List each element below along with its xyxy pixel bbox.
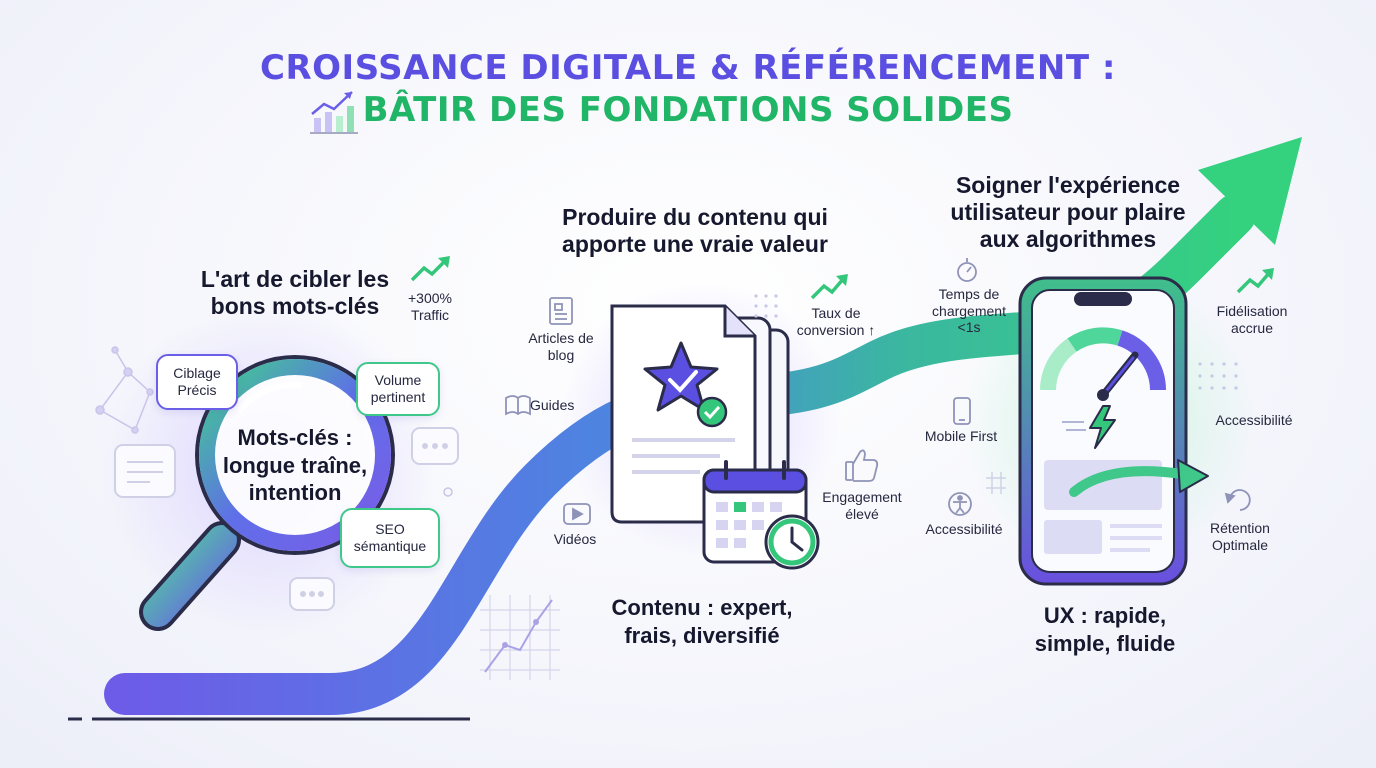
content-heading: Produire du contenu qui apporte une vrai… — [562, 204, 828, 258]
videos-label: Vidéos — [553, 531, 597, 547]
ux-accessibility-left-label: Accessibilité — [925, 521, 1003, 537]
document-icon — [549, 297, 573, 325]
ux-heading: Soigner l'expérience utilisateur pour pl… — [950, 172, 1186, 253]
ux-fidelisation-label: Fidélisation accrue — [1216, 303, 1288, 336]
network-decoration — [95, 346, 154, 434]
clock-icon — [764, 514, 820, 570]
ux-mobile-label: Mobile First — [924, 428, 998, 444]
magnifier-icon — [139, 355, 395, 631]
retention-arrow-icon — [1236, 268, 1274, 294]
stopwatch-icon — [957, 258, 977, 282]
smartphone-icon — [953, 397, 971, 425]
speedometer-icon — [1040, 327, 1166, 401]
page-title: CROISSANCE DIGITALE & RÉFÉRENCEMENT : — [260, 48, 1116, 88]
dot-grid-right — [1198, 362, 1238, 390]
conversion-label: Taux de conversion ↑ — [796, 305, 876, 338]
ux-bottom-label: UX : rapide, simple, fluide — [1034, 603, 1176, 656]
open-book-icon — [505, 395, 531, 416]
chat-bubble-icon — [114, 444, 176, 498]
refresh-icon — [1224, 489, 1251, 511]
chat-bubble-small-icon — [411, 427, 459, 465]
swoosh-arrow — [1069, 466, 1187, 497]
smartphone-mockup — [1018, 276, 1209, 586]
lightning-icon — [1062, 405, 1116, 449]
bubble-ciblage: Ciblage Précis — [156, 354, 238, 410]
conversion-arrow-icon — [810, 274, 848, 300]
guides-label: Guides — [530, 397, 575, 413]
ux-load-time-label: Temps de chargement <1s — [932, 286, 1006, 336]
growth-arrow-head — [1198, 137, 1302, 245]
ux-retention-label: Rétention Optimale — [1210, 520, 1270, 553]
thumbs-up-icon — [845, 449, 879, 482]
ux-accessibility-right-label: Accessibilité — [1215, 412, 1293, 428]
bubble-volume: Volume pertinent — [356, 362, 440, 416]
articles-label: Articles de blog — [528, 330, 594, 363]
bubble-seo: SEO sémantique — [340, 508, 440, 568]
accessibility-person-icon — [948, 492, 972, 516]
trend-up-arrow-icon — [410, 256, 450, 282]
engagement-label: Engagement élevé — [822, 489, 902, 522]
star-document-icon — [610, 304, 790, 524]
content-bottom-label: Contenu : expert, frais, diversifié — [611, 595, 793, 648]
play-icon — [563, 503, 591, 525]
chat-bubble-dots-icon — [289, 577, 335, 611]
keywords-center-label: Mots-clés : longue traîne, intention — [222, 425, 368, 505]
hash-decoration — [986, 472, 1006, 494]
deco-dot — [443, 487, 453, 497]
keywords-heading: L'art de cibler les bons mots-clés — [200, 266, 390, 320]
growth-chart-icon — [310, 91, 358, 134]
page-subtitle: BÂTIR DES FONDATIONS SOLIDES — [362, 90, 1014, 130]
keywords-stat: +300% Traffic — [408, 290, 452, 323]
dot-grid-decoration — [754, 294, 778, 318]
mini-chart-decoration — [480, 595, 560, 680]
